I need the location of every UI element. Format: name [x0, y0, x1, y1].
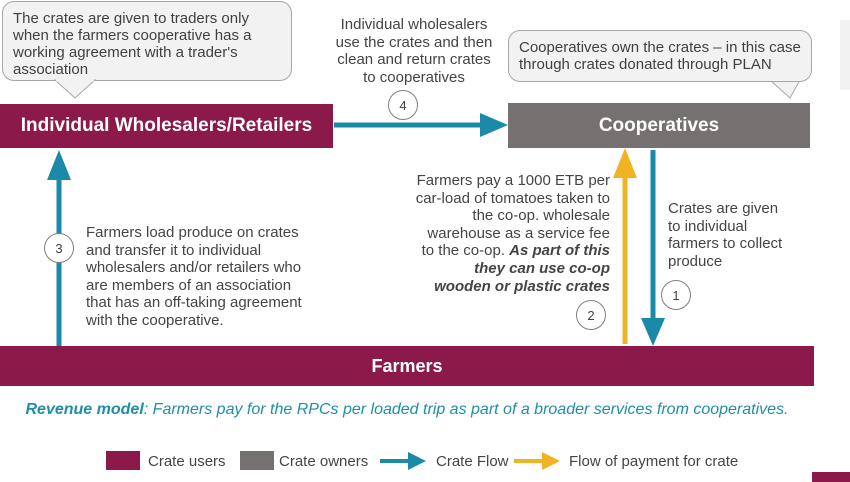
step2-text: Farmers pay a 1000 ETB per car-load of t…: [414, 172, 610, 295]
revenue-text: Farmers pay for the RPCs per loaded trip…: [152, 401, 789, 418]
crate-issue-arrow: [641, 150, 665, 346]
payment-flow-legend-icon: [514, 452, 560, 470]
revenue-model: Revenue model: Farmers pay for the RPCs …: [25, 401, 789, 418]
crate-users-legend: Crate users: [148, 453, 226, 470]
farmers-label: Farmers: [371, 355, 443, 376]
crate-flow-legend: Crate Flow: [436, 453, 509, 470]
crate-flow-legend-icon: [380, 452, 426, 470]
crate-users-swatch: [106, 451, 140, 470]
crate-owners-legend: Crate owners: [279, 453, 369, 470]
step4-number: 4: [388, 90, 418, 120]
ownership-callout-text: Cooperatives own the crates – in this ca…: [519, 39, 801, 73]
wholesalers-box: Individual Wholesalers/Retailers: [0, 104, 333, 148]
payment-arrow: [613, 148, 637, 344]
step2-emphasis: As part of this they can use co-op woode…: [434, 242, 610, 295]
farmers-box: Farmers: [0, 346, 814, 386]
wholesalers-label: Individual Wholesalers/Retailers: [20, 115, 313, 136]
crate-return-arrow: [334, 113, 508, 137]
corner-accent-right: [840, 20, 850, 90]
cooperatives-label: Cooperatives: [598, 114, 720, 136]
step1-text: Crates are given to individual farmers t…: [668, 200, 783, 270]
step4-text: Individual wholesalers use the crates an…: [335, 16, 493, 86]
traders-callout-text: The crates are given to traders only whe…: [13, 10, 252, 78]
step3-number: 3: [44, 233, 74, 263]
step2-number: 2: [576, 300, 606, 330]
ownership-callout: Cooperatives own the crates – in this ca…: [508, 30, 812, 82]
revenue-label: Revenue model: [25, 401, 144, 418]
traders-callout: The crates are given to traders only whe…: [2, 1, 292, 81]
corner-accent-bottom: [812, 472, 850, 482]
step1-number: 1: [661, 280, 691, 310]
cooperatives-box: Cooperatives: [508, 103, 810, 148]
step2-plain: Farmers pay a 1000 ETB per car-load of t…: [415, 172, 610, 260]
crate-owners-swatch: [240, 451, 274, 470]
step3-text: Farmers load produce on crates and trans…: [86, 224, 302, 329]
payment-flow-legend: Flow of payment for crate: [569, 453, 739, 470]
